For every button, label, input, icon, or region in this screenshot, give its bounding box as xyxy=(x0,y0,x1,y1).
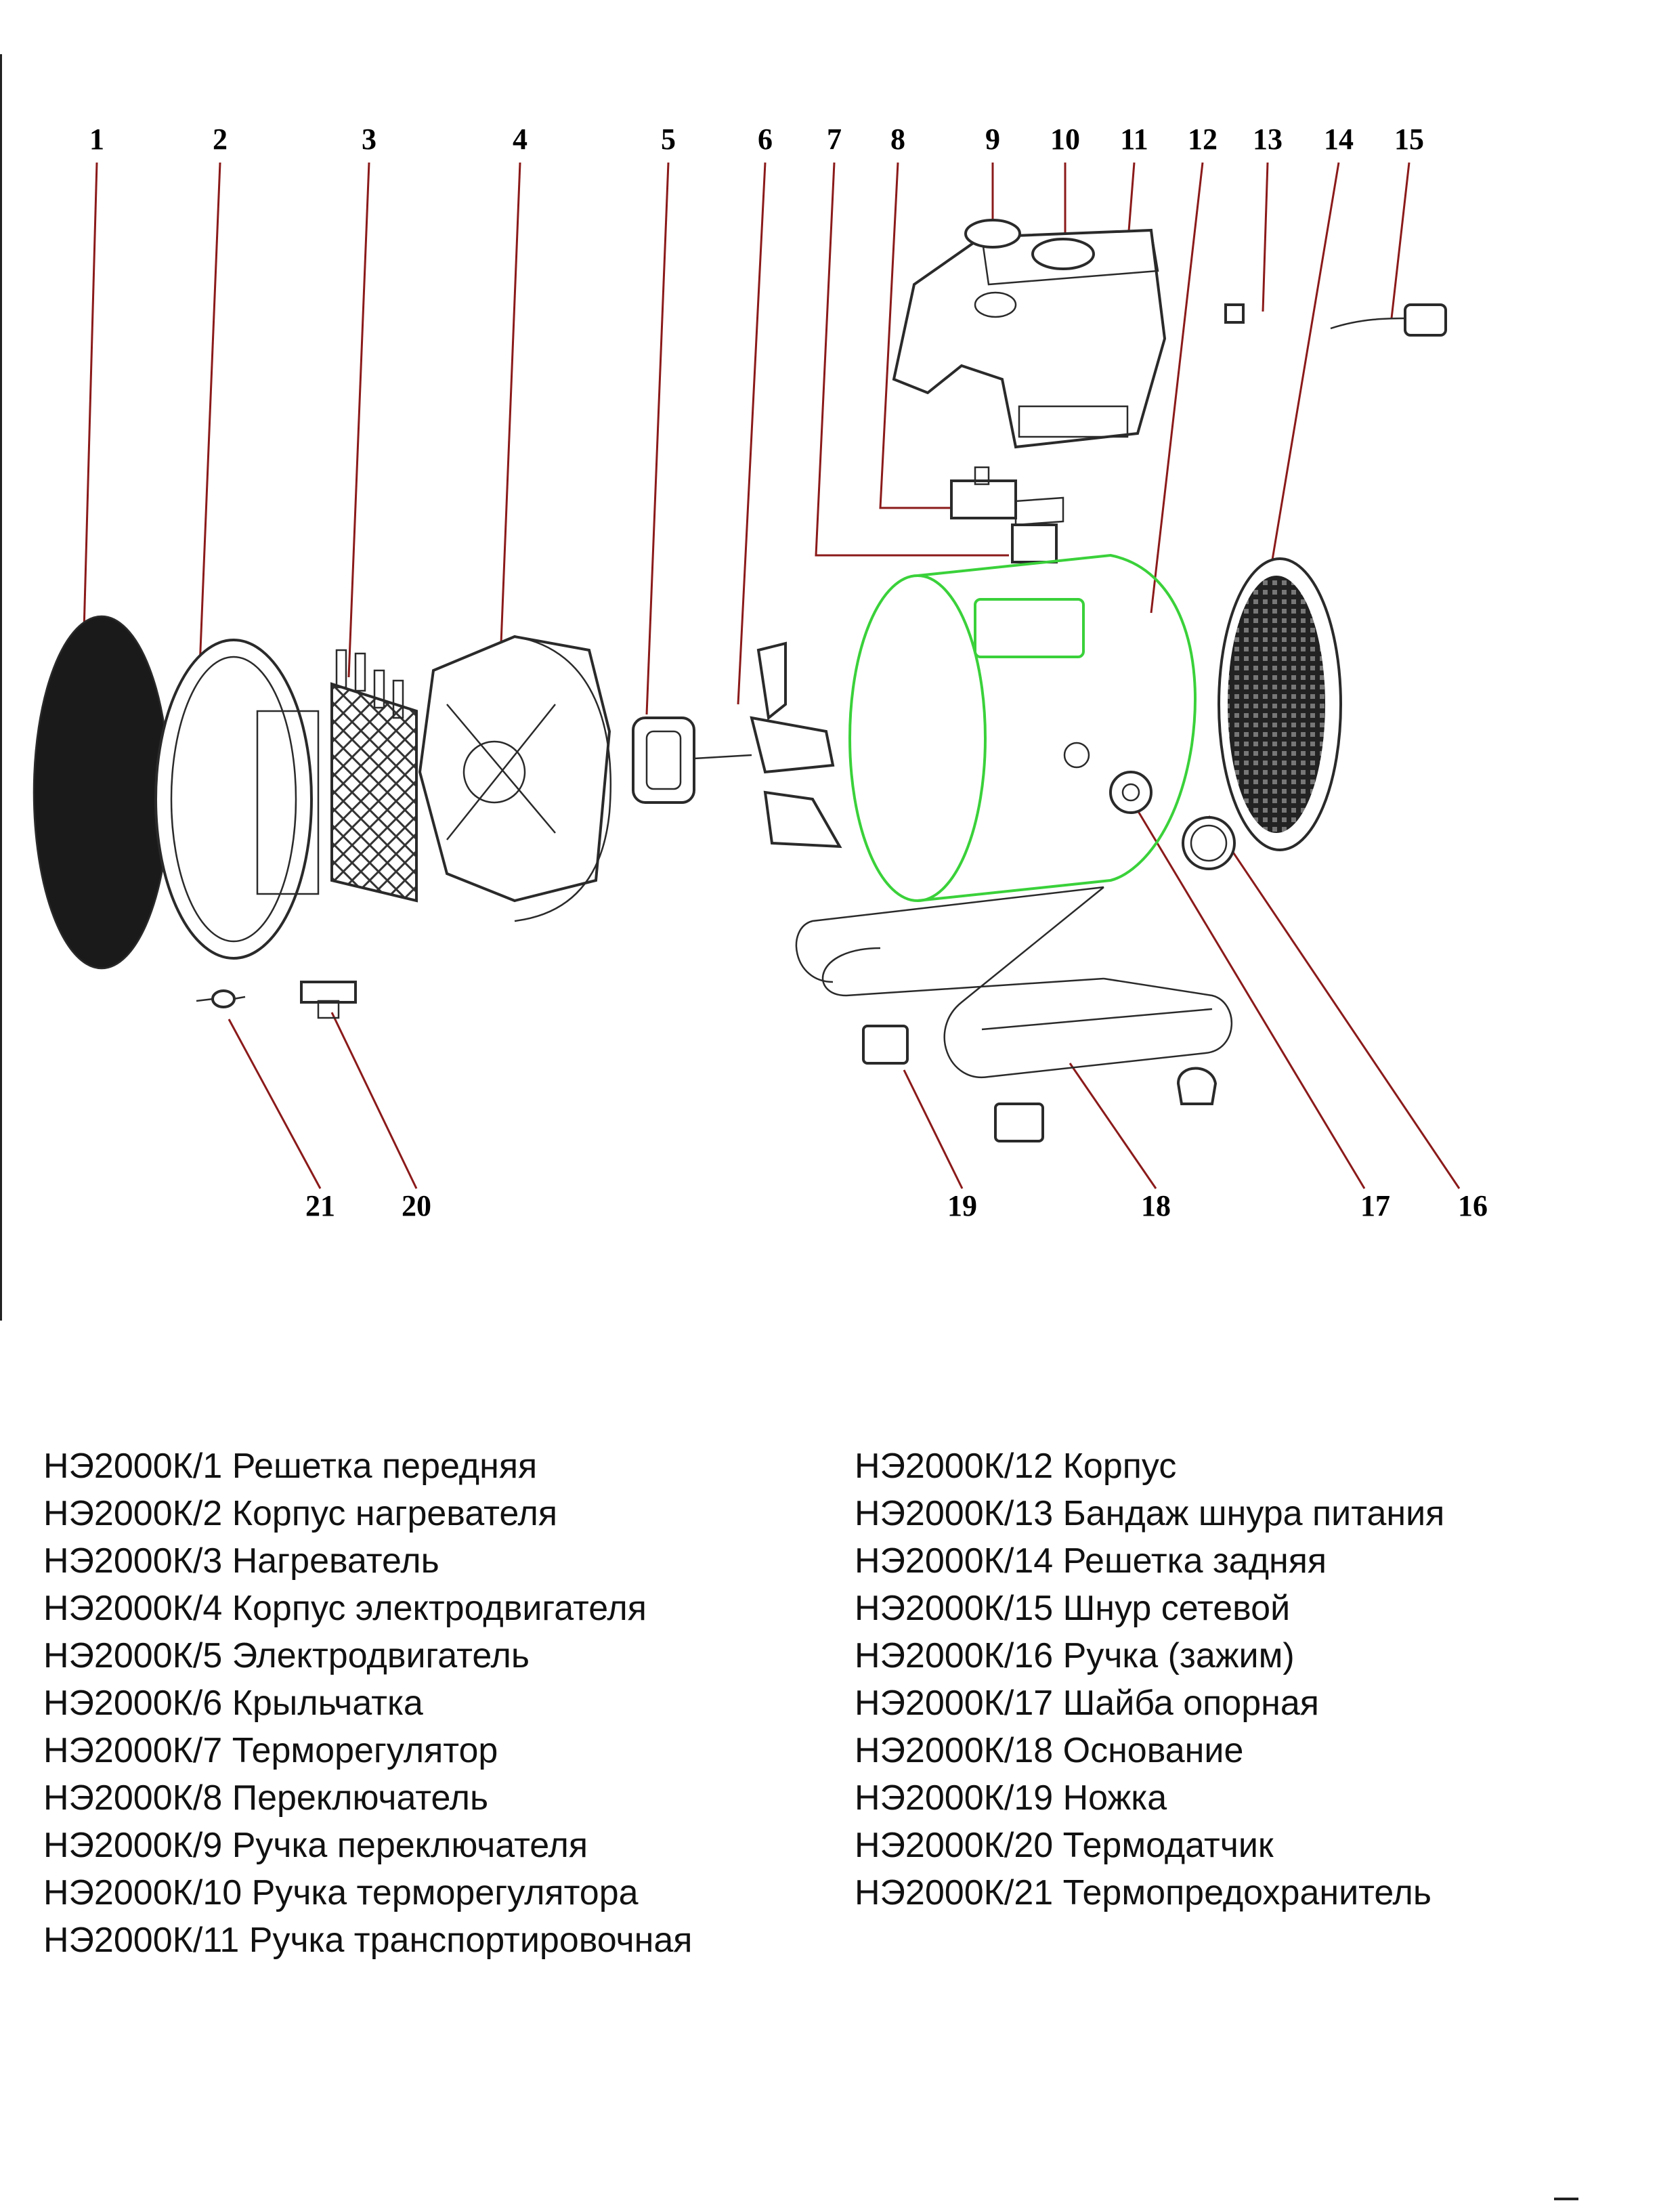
legend-item: НЭ2000К/18 Основание xyxy=(855,1731,1244,1770)
callout-11: 11 xyxy=(1120,123,1148,156)
legend-item: НЭ2000К/12 Корпус xyxy=(855,1447,1177,1486)
heating-element xyxy=(330,649,418,903)
leader-12 xyxy=(1150,162,1204,614)
legend-item: НЭ2000К/17 Шайба опорная xyxy=(855,1684,1319,1723)
leader-15 xyxy=(1390,162,1410,319)
legend-item: НЭ2000К/15 Шнур сетевой xyxy=(855,1589,1291,1628)
leader-6 xyxy=(737,162,767,705)
callout-12: 12 xyxy=(1188,123,1218,156)
callout-7: 7 xyxy=(827,123,842,156)
leader-17 xyxy=(1129,798,1366,1189)
legend-item: НЭ2000К/8 Переключатель xyxy=(43,1778,489,1818)
leader-7 xyxy=(815,162,1009,557)
thermal-fuse xyxy=(196,989,246,1008)
callout-2: 2 xyxy=(213,123,228,156)
switch-and-thermostat xyxy=(950,466,1064,563)
callout-13: 13 xyxy=(1253,123,1283,156)
legend-item: НЭ2000К/7 Терморегулятор xyxy=(43,1731,498,1770)
callout-5: 5 xyxy=(661,123,676,156)
leader-3 xyxy=(347,162,370,678)
page-mark xyxy=(1554,2198,1578,2200)
leader-19 xyxy=(903,1069,964,1189)
legend-item: НЭ2000К/14 Решетка задняя xyxy=(855,1541,1327,1581)
rear-grille xyxy=(1218,557,1342,851)
callout-17: 17 xyxy=(1360,1189,1390,1222)
leader-16 xyxy=(1207,815,1461,1189)
callout-10: 10 xyxy=(1050,123,1080,156)
legend-item: НЭ2000К/5 Электродвигатель xyxy=(43,1636,530,1675)
legend-item: НЭ2000К/16 Ручка (зажим) xyxy=(855,1636,1295,1675)
leader-4 xyxy=(500,162,521,644)
motor-housing xyxy=(418,635,611,922)
callout-6: 6 xyxy=(758,123,773,156)
legend-item: НЭ2000К/11 Ручка транспортировочная xyxy=(43,1921,693,1960)
thermal-sensor xyxy=(300,981,357,1019)
legend-item: НЭ2000К/6 Крыльчатка xyxy=(43,1684,423,1723)
callout-4: 4 xyxy=(513,123,527,156)
callout-16: 16 xyxy=(1458,1189,1488,1222)
legend-item: НЭ2000К/21 Термопредохранитель xyxy=(855,1873,1431,1912)
legend-item: НЭ2000К/3 Нагреватель xyxy=(43,1541,439,1581)
clamp-knob xyxy=(1182,816,1236,870)
callout-21: 21 xyxy=(305,1189,335,1222)
legend-item: НЭ2000К/9 Ручка переключателя xyxy=(43,1826,588,1865)
base-feet xyxy=(862,1025,1218,1142)
electric-motor xyxy=(632,716,752,804)
leader-2 xyxy=(198,162,221,668)
callout-1: 1 xyxy=(89,123,104,156)
callout-8: 8 xyxy=(890,123,905,156)
cord-clamp xyxy=(1224,303,1245,324)
callout-18: 18 xyxy=(1141,1189,1171,1222)
base-frame xyxy=(795,886,1233,1079)
leader-18 xyxy=(1069,1063,1157,1189)
callout-20: 20 xyxy=(402,1189,431,1222)
leader-5 xyxy=(645,162,670,715)
callout-numbers: 1 2 3 4 5 6 7 8 9 10 11 12 13 14 15 16 1… xyxy=(89,123,1488,1222)
exploded-view-diagram: 1 2 3 4 5 6 7 8 9 10 11 12 13 14 15 16 1… xyxy=(33,123,1488,1222)
callout-15: 15 xyxy=(1394,123,1424,156)
callout-9: 9 xyxy=(985,123,1000,156)
legend-item: НЭ2000К/20 Термодатчик xyxy=(855,1826,1274,1865)
front-grille xyxy=(33,615,171,970)
power-cord xyxy=(1330,303,1447,337)
left-border-line xyxy=(0,54,2,1321)
heater-housing xyxy=(154,639,320,960)
support-washer xyxy=(1109,771,1153,814)
leader-21 xyxy=(228,1019,322,1189)
legend-item: НЭ2000К/1 Решетка передняя xyxy=(43,1447,538,1486)
callout-14: 14 xyxy=(1324,123,1354,156)
parts-legend-right: НЭ2000К/12 Корпус НЭ2000К/13 Бандаж шнур… xyxy=(855,1442,1444,1917)
leader-20 xyxy=(330,1012,418,1189)
parts-legend-left: НЭ2000К/1 Решетка передняя НЭ2000К/2 Кор… xyxy=(43,1442,692,1964)
legend-item: НЭ2000К/4 Корпус электродвигателя xyxy=(43,1589,647,1628)
carry-handle-assembly xyxy=(892,219,1167,449)
legend-item: НЭ2000К/2 Корпус нагревателя xyxy=(43,1494,558,1533)
leader-13 xyxy=(1262,162,1269,312)
leader-8 xyxy=(879,162,951,509)
legend-item: НЭ2000К/13 Бандаж шнура питания xyxy=(855,1494,1445,1533)
main-body-cylinder xyxy=(848,553,1197,902)
callout-19: 19 xyxy=(947,1189,977,1222)
legend-item: НЭ2000К/10 Ручка терморегулятора xyxy=(43,1873,639,1912)
fan-impeller xyxy=(750,641,842,849)
callout-3: 3 xyxy=(362,123,376,156)
legend-item: НЭ2000К/19 Ножка xyxy=(855,1778,1167,1818)
